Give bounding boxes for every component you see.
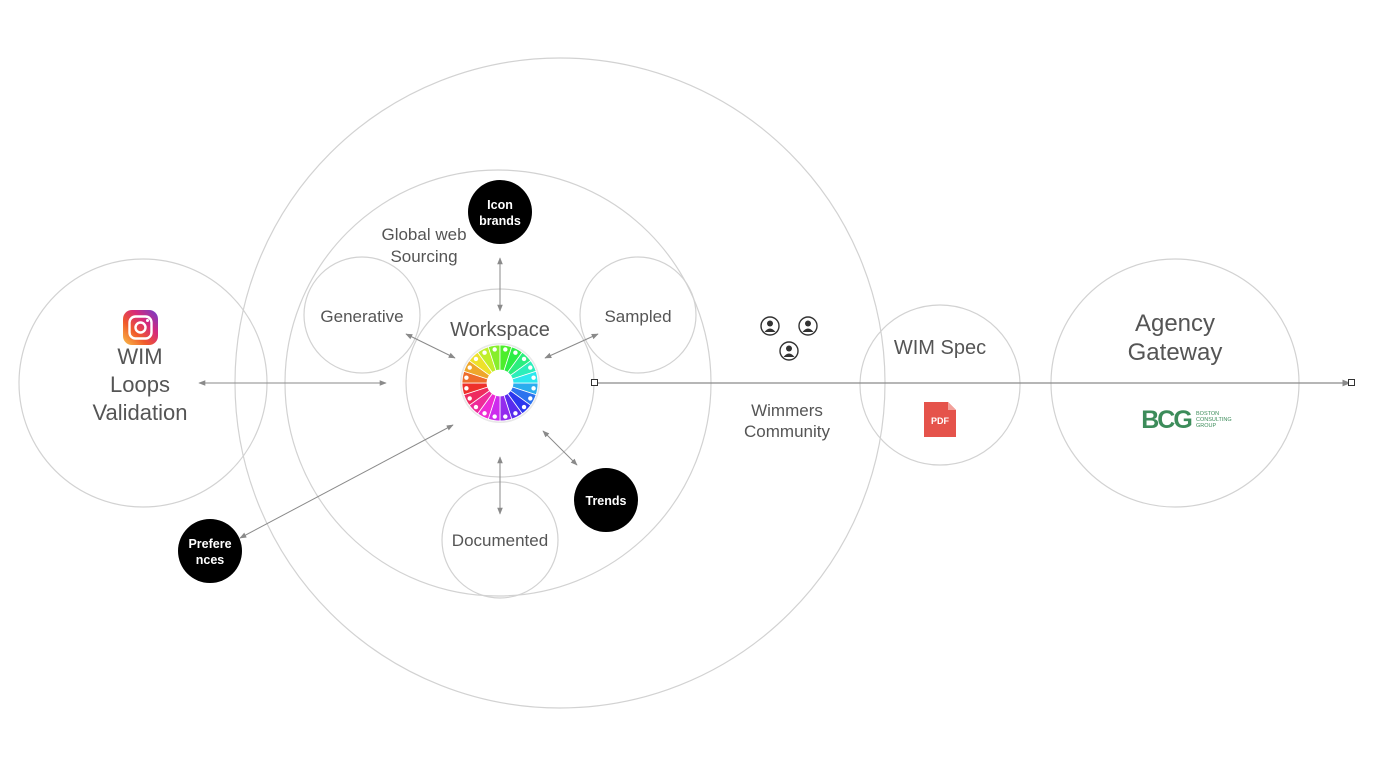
preferences-node[interactable]: Prefere nces	[178, 519, 242, 583]
bcg-sub-2: CONSULTING	[1196, 417, 1232, 423]
pdf-file-icon: PDF	[924, 402, 956, 437]
wimmers-line-2: Community	[744, 422, 830, 441]
preferences-line-2: nces	[196, 553, 225, 567]
trends-arrow	[542, 430, 578, 466]
wim-loops-line-1: WIM	[117, 344, 162, 369]
agency-gateway-line-2: Gateway	[1128, 339, 1223, 366]
instagram-icon	[123, 310, 158, 345]
pdf-badge-label: PDF	[931, 416, 950, 426]
sampled-circle	[579, 256, 697, 374]
wim-spec-label: WIM Spec	[894, 337, 986, 359]
connector-start-handle[interactable]	[591, 379, 598, 386]
wim-loops-line-3: Validation	[93, 400, 188, 425]
color-wheel-icon	[460, 343, 540, 423]
agency-gateway-line-1: Agency	[1135, 310, 1215, 337]
trends-label: Trends	[586, 494, 627, 508]
sampled-arrow	[544, 333, 599, 359]
wimmers-line-1: Wimmers	[751, 401, 823, 420]
wim-spec-circle	[859, 304, 1021, 466]
bcg-logo-text: BCG	[1141, 406, 1191, 434]
bcg-sub-1: BOSTON	[1196, 411, 1219, 417]
documented-label: Documented	[452, 531, 548, 550]
wim-loops-line-2: Loops	[110, 372, 170, 397]
generative-circle	[303, 256, 421, 374]
trends-node[interactable]: Trends	[574, 468, 638, 532]
icon-brands-line-1: Icon	[487, 198, 513, 212]
bcg-sub-3: GROUP	[1196, 423, 1217, 429]
global-web-line-1: Global web	[381, 225, 466, 244]
preferences-arrow	[239, 424, 454, 539]
global-web-line-2: Sourcing	[390, 247, 457, 266]
preferences-line-1: Prefere	[188, 537, 231, 551]
generative-label: Generative	[320, 307, 403, 326]
user-icon	[779, 341, 799, 361]
workspace-label: Workspace	[450, 319, 550, 341]
bcg-logo: BCG BOSTON CONSULTING GROUP	[1141, 406, 1231, 434]
user-icon	[760, 316, 780, 336]
icon-brands-node[interactable]: Icon brands	[468, 180, 532, 244]
icon-brands-line-2: brands	[479, 214, 521, 228]
connector-end-handle[interactable]	[1348, 379, 1355, 386]
user-icon	[798, 316, 818, 336]
generative-arrow	[405, 333, 456, 359]
sampled-label: Sampled	[604, 307, 671, 326]
